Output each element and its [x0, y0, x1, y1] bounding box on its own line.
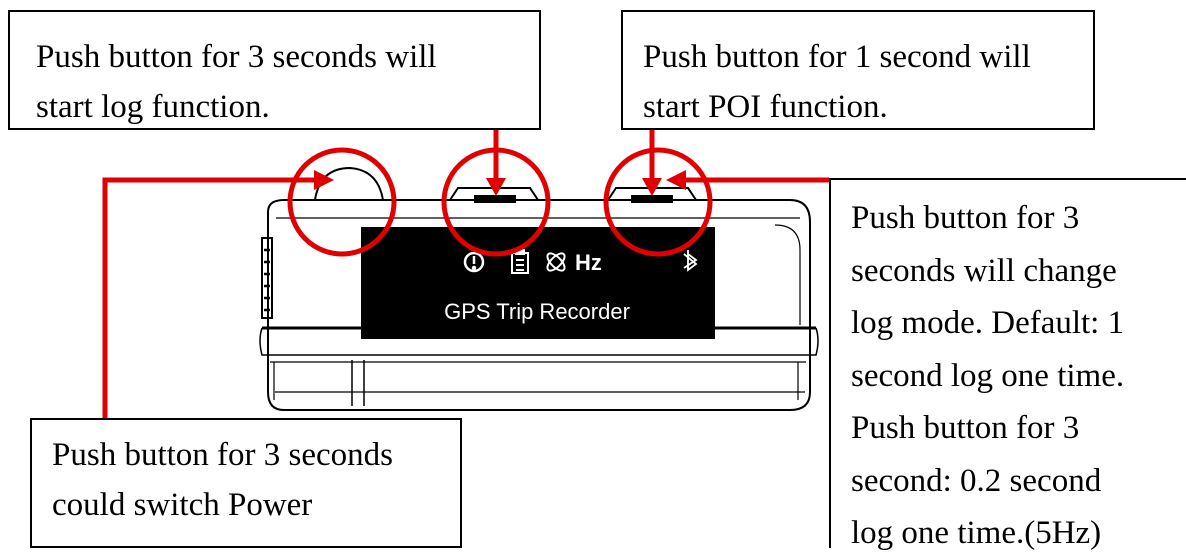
alert-icon [463, 251, 485, 273]
bluetooth-icon [683, 250, 698, 272]
hz-label: Hz [575, 250, 602, 275]
annotation-lines [102, 130, 829, 420]
callout-line: Push button for 3 seconds will [36, 39, 437, 75]
log-mode-callout: Push button for 3 seconds will change lo… [829, 178, 1186, 551]
screen-label: GPS Trip Recorder [444, 299, 630, 324]
callout-line: Push button for 3 [851, 200, 1080, 236]
callout-line: start log function. [36, 89, 270, 125]
callout-line: could switch Power [52, 487, 313, 523]
callout-line: log one time.(5Hz) [851, 515, 1102, 551]
lcd-screen [361, 227, 715, 339]
log-arrowhead [486, 178, 506, 196]
callout-line: start POI function. [643, 89, 888, 125]
callout-line: second: 0.2 second [851, 462, 1102, 499]
power-switch-callout: Push button for 3 seconds could switch P… [30, 418, 462, 548]
power-button-highlight [287, 147, 397, 257]
mode-arrowhead [666, 170, 686, 190]
callout-line: Push button for 3 seconds [52, 437, 393, 473]
annotation-arrowheads [314, 170, 686, 196]
callout-line: log mode. Default: 1 [851, 305, 1125, 341]
callout-line: Push button for 3 [851, 410, 1080, 446]
log-function-callout: Push button for 3 seconds will start log… [8, 10, 541, 130]
poi-function-callout: Push button for 1 second will start POI … [621, 10, 1095, 130]
device-diagram: Hz GPS Trip Recorder [102, 130, 829, 420]
callout-line: seconds will change [851, 252, 1117, 289]
poi-button-highlight [603, 147, 713, 257]
log-button[interactable] [448, 187, 540, 203]
power-leader-line [102, 177, 318, 420]
callout-line: Push button for 1 second will [643, 39, 1031, 75]
poi-arrowhead [642, 178, 662, 196]
satellite-icon [546, 252, 566, 272]
callout-line: second log one time. [851, 357, 1125, 394]
power-arrowhead [314, 170, 334, 190]
